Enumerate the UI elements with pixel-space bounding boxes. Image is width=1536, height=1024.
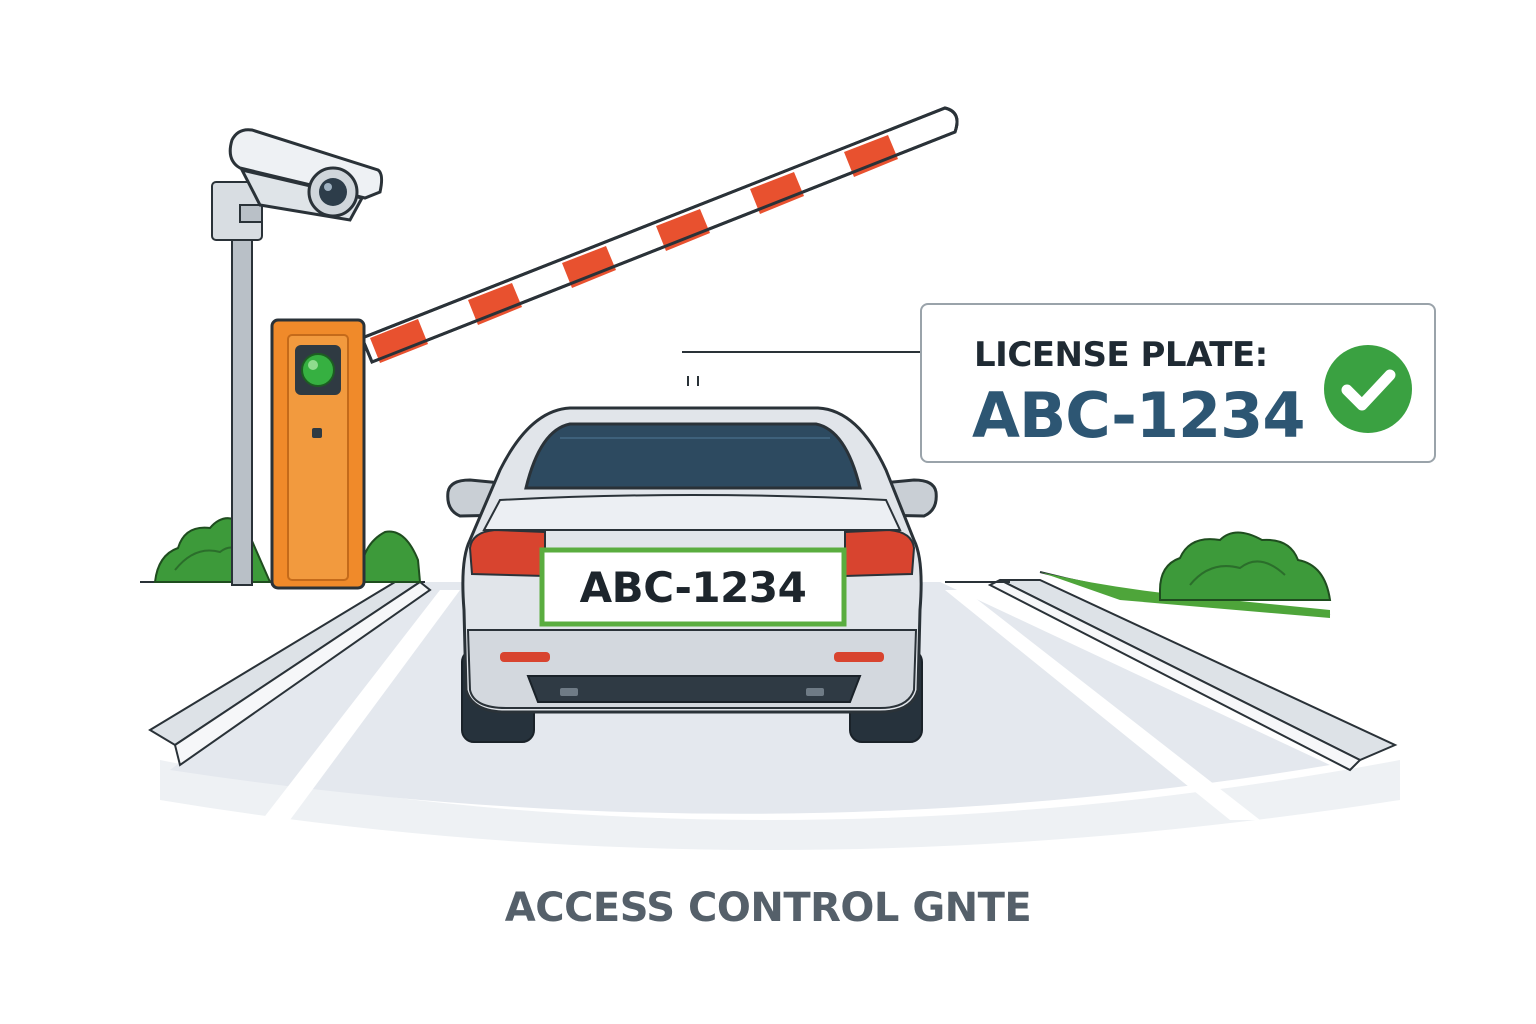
bush-right-of-gate (358, 530, 422, 583)
scene-caption: ACCESS CONTROL GNTE (504, 885, 1032, 931)
bush-far-right (1159, 531, 1332, 601)
roof-antenna (682, 351, 905, 386)
camera-pole (211, 181, 263, 586)
car-license-plate-text: ABC-1234 (579, 562, 807, 612)
car-rear (446, 406, 938, 743)
green-light-icon (301, 353, 335, 387)
gate-housing (270, 318, 366, 590)
license-plate-callout: LICENSE PLATE: ABC-1234 (920, 303, 1436, 463)
barrier-arm (360, 106, 959, 364)
check-circle-icon (1324, 345, 1412, 433)
security-camera-icon (228, 128, 384, 223)
callout-plate-value: ABC-1234 (972, 379, 1305, 452)
callout-label: LICENSE PLATE: (974, 335, 1268, 375)
